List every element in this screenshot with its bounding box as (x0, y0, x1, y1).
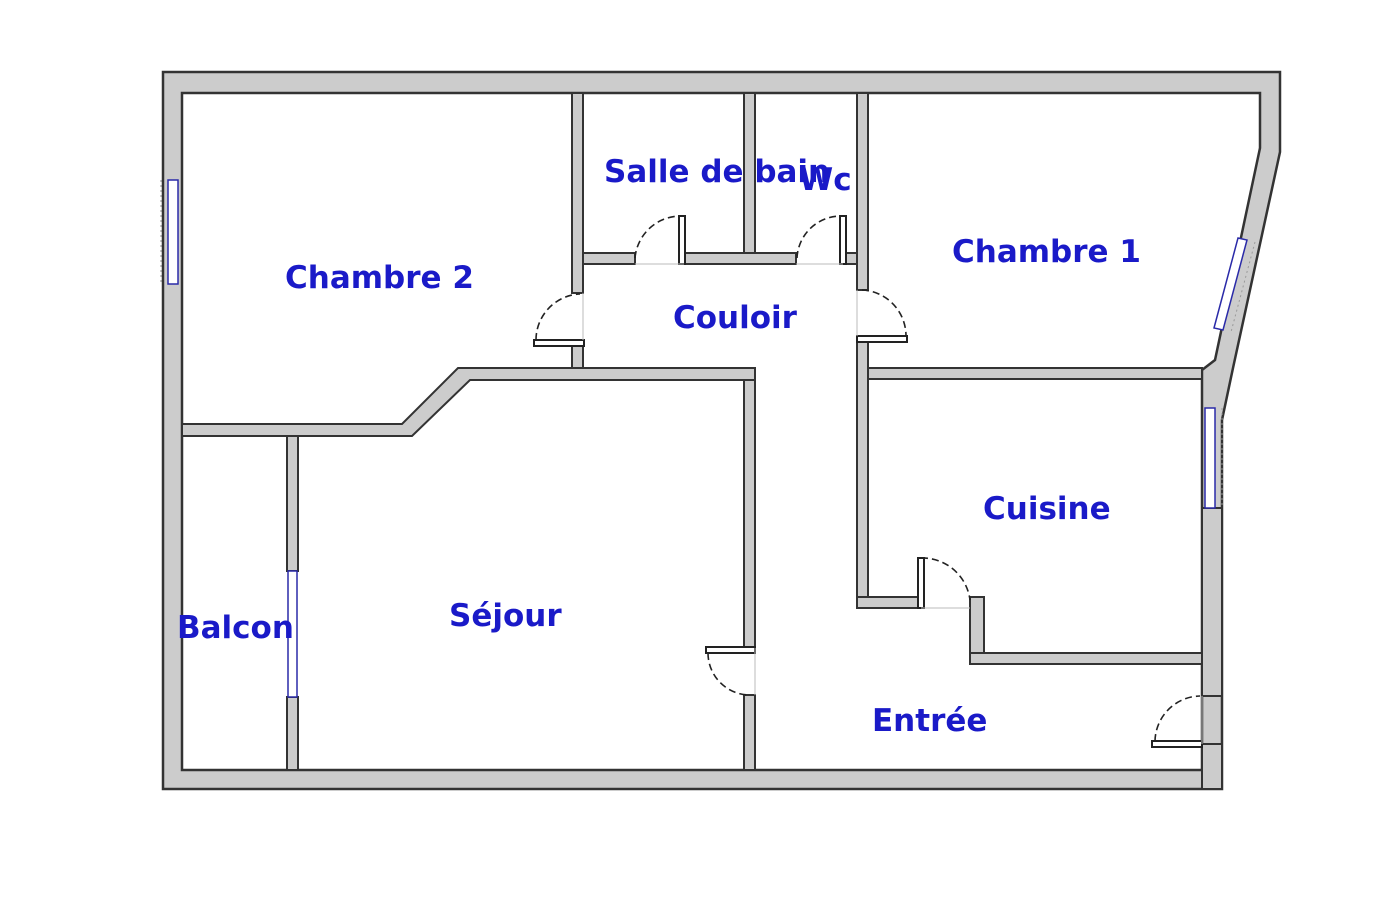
door-sejour-swing (707, 652, 751, 696)
window-chambre1 (1213, 237, 1248, 331)
label-entree: Entrée (872, 703, 987, 739)
wall-cuisine-bottom-left (856, 596, 922, 609)
door-chambre2-swing (535, 293, 581, 341)
door-entree-swing (1154, 695, 1201, 742)
label-couloir: Couloir (673, 300, 798, 336)
wall-chambre1-bottom (867, 367, 1203, 380)
label-salle-de-bain: Salle de bain (604, 154, 830, 190)
door-salle-de-bain-leaf (678, 215, 686, 265)
door-wc-swing (796, 215, 843, 259)
wall-sejour-east-upper (743, 379, 756, 649)
wall-balcon-sejour-lower (286, 696, 299, 771)
door-chambre1-leaf (856, 335, 908, 343)
outer-wall (161, 70, 1282, 791)
wall-couloir-top-left (582, 252, 636, 265)
wall-balcon-sejour-upper (286, 435, 299, 572)
wall-east-lower (1201, 507, 1223, 697)
door-salle-de-bain-swing (634, 215, 682, 259)
door-cuisine-swing (920, 557, 971, 601)
label-balcon: Balcon (177, 610, 294, 646)
wall-east-bottom (1201, 743, 1223, 790)
door-chambre2-leaf (533, 339, 585, 347)
label-chambre-2: Chambre 2 (285, 260, 474, 296)
label-chambre-1: Chambre 1 (952, 234, 1141, 270)
door-cuisine-leaf (917, 557, 925, 609)
door-chambre1-swing (861, 289, 907, 337)
door-sejour-leaf (705, 646, 756, 654)
label-wc: Wc (799, 162, 852, 198)
window-balcon (287, 570, 298, 698)
window-cuisine (1204, 407, 1216, 509)
wall-cuisine-step (969, 596, 985, 654)
window-chambre2 (167, 179, 179, 285)
window-chambre1-sill (1230, 241, 1256, 333)
wall-cuisine-bottom (969, 652, 1203, 665)
wall-chambre2-sdb (571, 92, 584, 294)
label-sejour: Séjour (449, 598, 562, 634)
wall-couloir-east (856, 339, 869, 609)
door-entree-leaf (1151, 740, 1203, 748)
label-cuisine: Cuisine (983, 491, 1111, 527)
wall-couloir-top-mid (683, 252, 797, 265)
door-wc-leaf (839, 215, 847, 265)
wall-wc-chambre1 (856, 92, 869, 291)
wall-sejour-east-lower (743, 694, 756, 771)
wall-chambre2-sejour (181, 367, 756, 437)
